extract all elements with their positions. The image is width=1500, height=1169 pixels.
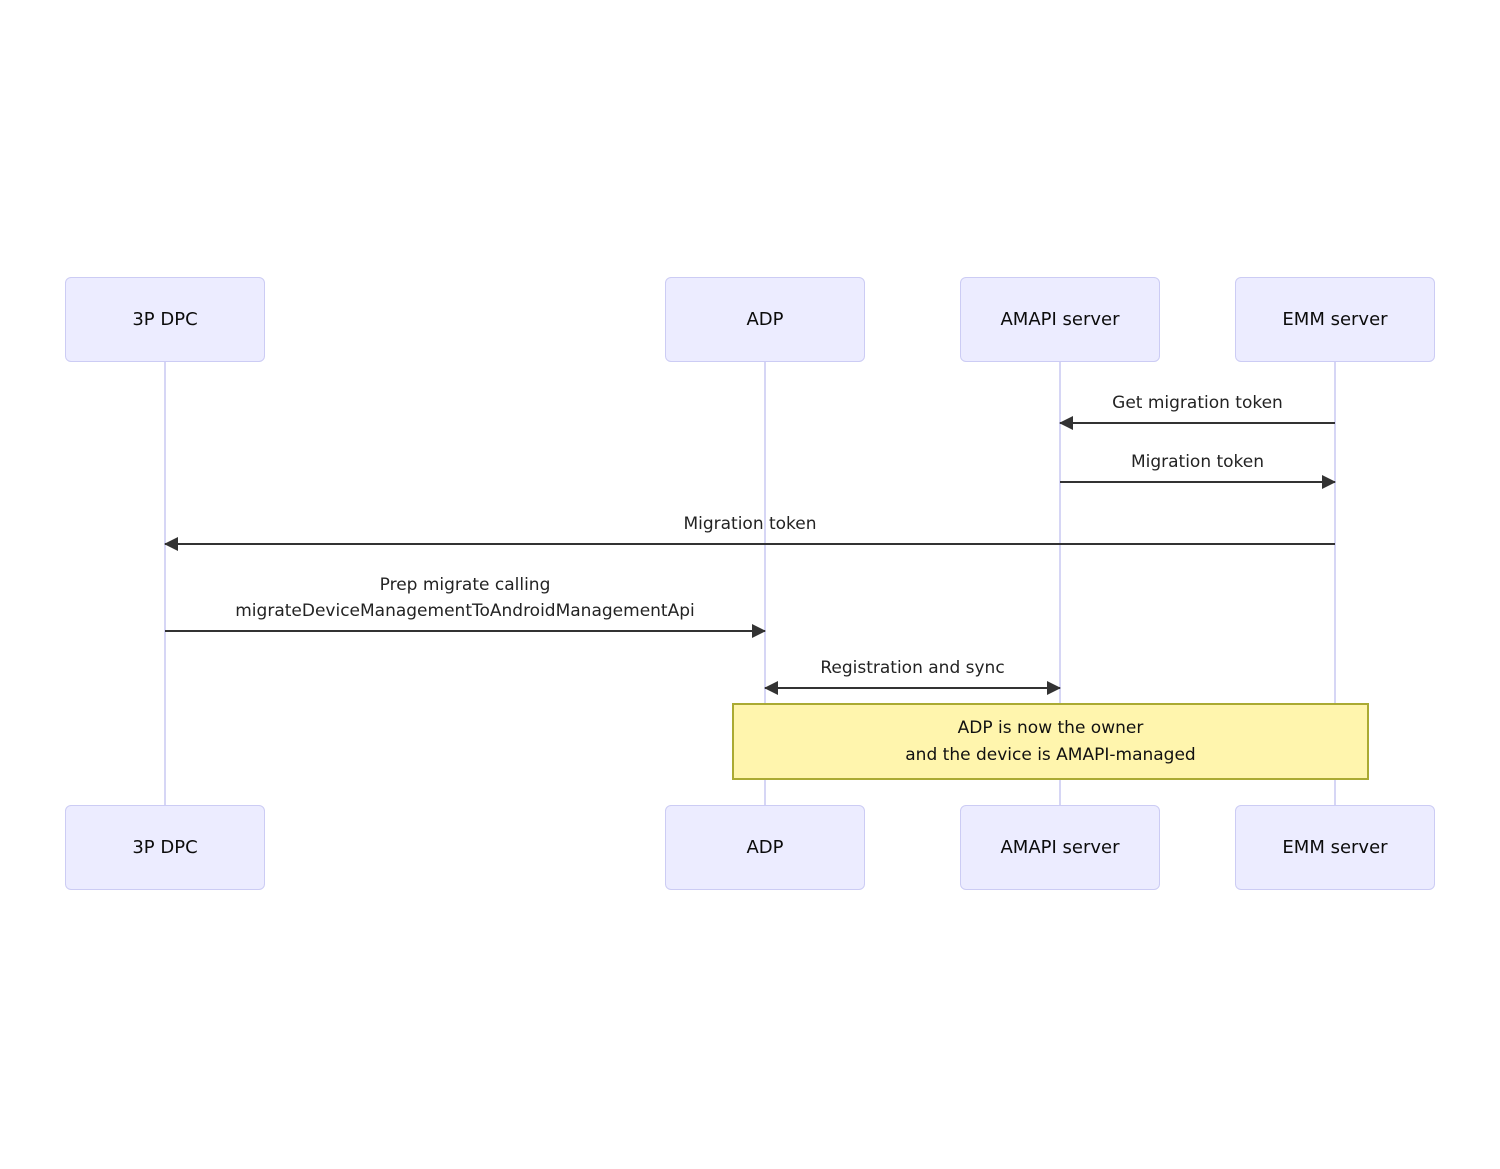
participant-bottom-amapi-server[interactable]: AMAPI server	[960, 805, 1160, 890]
arrow-head-left-icon	[764, 681, 778, 695]
message-line	[1060, 481, 1335, 483]
note-adp-owner: ADP is now the owner and the device is A…	[732, 703, 1369, 780]
participant-top-amapi-server[interactable]: AMAPI server	[960, 277, 1160, 362]
participant-label: EMM server	[1282, 308, 1388, 330]
participant-label: EMM server	[1282, 836, 1388, 858]
arrow-head-right-icon	[752, 624, 766, 638]
message-line	[165, 543, 1335, 545]
participant-label: 3P DPC	[132, 836, 198, 858]
participant-bottom-3p-dpc[interactable]: 3P DPC	[65, 805, 265, 890]
participant-bottom-emm-server[interactable]: EMM server	[1235, 805, 1435, 890]
participant-label: 3P DPC	[132, 308, 198, 330]
participant-label: ADP	[746, 308, 784, 330]
arrow-head-left-icon	[164, 537, 178, 551]
message-line	[765, 687, 1060, 689]
participant-label: AMAPI server	[1000, 308, 1120, 330]
participant-label: AMAPI server	[1000, 836, 1120, 858]
message-line	[165, 630, 765, 632]
message-line	[1060, 422, 1335, 424]
lifeline-amapi-server	[1059, 362, 1061, 805]
arrow-head-left-icon	[1059, 416, 1073, 430]
message-label: Migration token	[683, 514, 817, 534]
lifeline-emm-server	[1334, 362, 1336, 805]
message-label: Prep migrate calling migrateDeviceManage…	[235, 575, 695, 621]
participant-top-emm-server[interactable]: EMM server	[1235, 277, 1435, 362]
participant-label: ADP	[746, 836, 784, 858]
lifeline-adp	[764, 362, 766, 805]
participant-bottom-adp[interactable]: ADP	[665, 805, 865, 890]
participant-top-3p-dpc[interactable]: 3P DPC	[65, 277, 265, 362]
note-text: ADP is now the owner and the device is A…	[905, 717, 1196, 765]
message-label: Migration token	[1130, 452, 1265, 472]
arrow-head-right-icon	[1322, 475, 1336, 489]
lifeline-3p-dpc	[164, 362, 166, 805]
arrow-head-right-icon	[1047, 681, 1061, 695]
message-label: Registration and sync	[820, 658, 1005, 678]
message-label: Get migration token	[1112, 393, 1283, 413]
participant-top-adp[interactable]: ADP	[665, 277, 865, 362]
